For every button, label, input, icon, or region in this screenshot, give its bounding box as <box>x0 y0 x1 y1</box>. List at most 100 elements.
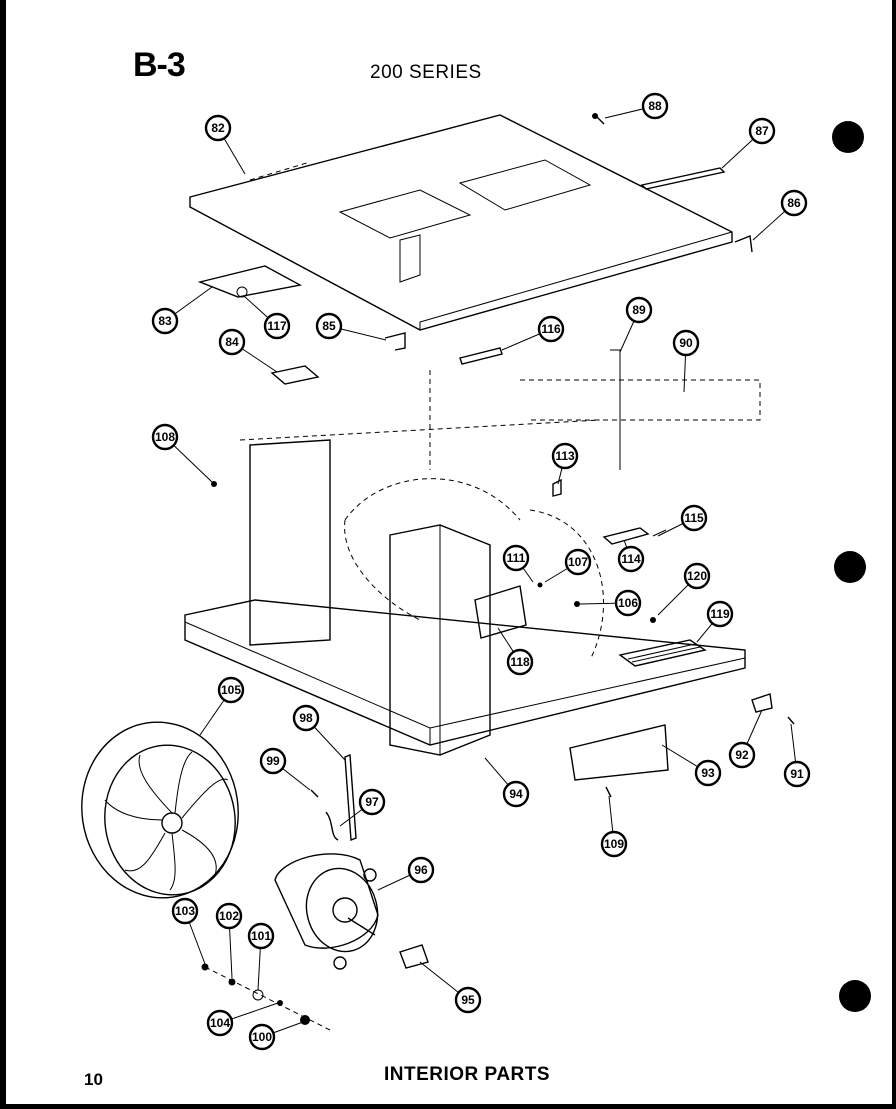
callout-label: 101 <box>251 929 271 943</box>
grommet-part <box>236 286 248 298</box>
callout: 91 <box>783 760 811 788</box>
callout-label: 103 <box>175 904 195 918</box>
callout: 116 <box>537 315 565 343</box>
callout-label: 90 <box>679 336 693 350</box>
callout-label: 105 <box>221 683 241 697</box>
base-pan <box>184 599 746 746</box>
pin-part <box>310 789 319 798</box>
blower-wheel <box>81 721 239 899</box>
callout: 89 <box>625 296 653 324</box>
callout-label: 93 <box>701 766 715 780</box>
scroll-housing <box>239 349 761 756</box>
fan-motor <box>274 853 379 970</box>
callout: 94 <box>502 780 530 808</box>
callout: 82 <box>204 114 232 142</box>
callout-label: 100 <box>252 1030 272 1044</box>
callout: 101 <box>247 922 275 950</box>
callout-label: 109 <box>604 837 624 851</box>
callout: 85 <box>315 312 343 340</box>
callout-label: 88 <box>648 99 662 113</box>
callout: 105 <box>217 676 245 704</box>
callout: 84 <box>218 328 246 356</box>
paper-sheet <box>6 0 892 1104</box>
callout: 113 <box>551 442 579 470</box>
callout: 90 <box>672 329 700 357</box>
callout: 98 <box>292 704 320 732</box>
screw-part <box>592 113 605 125</box>
callout: 95 <box>454 986 482 1014</box>
callout-label: 83 <box>158 314 172 328</box>
callout-label: 102 <box>219 909 239 923</box>
rail-part <box>459 347 503 365</box>
callout: 103 <box>171 897 199 925</box>
callout-label: 113 <box>555 449 575 463</box>
callout-label: 119 <box>710 607 730 621</box>
grille-part <box>618 639 707 667</box>
callout-label: 117 <box>267 319 287 333</box>
screw-part <box>652 529 667 537</box>
callout: 111 <box>502 544 530 572</box>
top-cover-panel <box>189 114 733 331</box>
callout: 83 <box>151 307 179 335</box>
mounting-plate-part <box>474 585 527 639</box>
callout: 100 <box>248 1023 276 1051</box>
callout: 104 <box>206 1009 234 1037</box>
page-id: B-3 <box>133 46 186 84</box>
callout-label: 99 <box>266 754 280 768</box>
callout: 102 <box>215 902 243 930</box>
clip-part <box>552 478 562 497</box>
callout-label: 96 <box>414 863 428 877</box>
callout-label: 87 <box>755 124 769 138</box>
screw-part <box>537 582 543 588</box>
callout-label: 94 <box>509 787 523 801</box>
callout-label: 118 <box>510 655 530 669</box>
callout-label: 120 <box>687 569 707 583</box>
callout-label: 85 <box>322 319 336 333</box>
callout-label: 107 <box>568 555 588 569</box>
callout: 109 <box>600 830 628 858</box>
page-number: 10 <box>84 1070 103 1089</box>
callout-label: 97 <box>365 795 379 809</box>
callout: 115 <box>680 504 708 532</box>
callout-label: 86 <box>787 196 801 210</box>
callout-label: 114 <box>621 552 641 566</box>
callout-label: 115 <box>684 511 704 525</box>
callout-label: 111 <box>507 551 526 565</box>
callout: 106 <box>614 589 642 617</box>
support-bar-part <box>344 753 357 842</box>
callout: 119 <box>706 600 734 628</box>
series-title: 200 SERIES <box>370 62 482 83</box>
callout-label: 89 <box>632 303 646 317</box>
callout-label: 95 <box>461 993 475 1007</box>
angle-bracket-part <box>384 332 406 351</box>
callout-label: 108 <box>155 430 175 444</box>
trim-strip-part <box>640 167 726 190</box>
callout: 93 <box>694 759 722 787</box>
callout-label: 104 <box>210 1016 230 1030</box>
screw-part <box>605 786 612 798</box>
punch-hole-bottom <box>839 980 871 1012</box>
bracket-part <box>602 527 650 545</box>
callout: 120 <box>683 562 711 590</box>
callout: 92 <box>728 741 756 769</box>
clip-part <box>734 235 753 253</box>
bracket-part <box>197 265 303 298</box>
callout-label: 82 <box>211 121 225 135</box>
callout: 86 <box>780 189 808 217</box>
callout: 96 <box>407 856 435 884</box>
nut-part <box>211 481 217 487</box>
callout: 114 <box>617 545 645 573</box>
callout: 88 <box>641 92 669 120</box>
callout: 108 <box>151 423 179 451</box>
screw-part <box>574 601 580 607</box>
callout-label: 84 <box>225 335 239 349</box>
section-title: INTERIOR PARTS <box>384 1064 551 1085</box>
callout-label: 116 <box>541 322 561 336</box>
nut-part <box>300 1015 310 1025</box>
spacer-part <box>270 365 320 385</box>
callout-label: 98 <box>299 711 313 725</box>
screw-part <box>787 716 795 725</box>
callout: 97 <box>358 788 386 816</box>
